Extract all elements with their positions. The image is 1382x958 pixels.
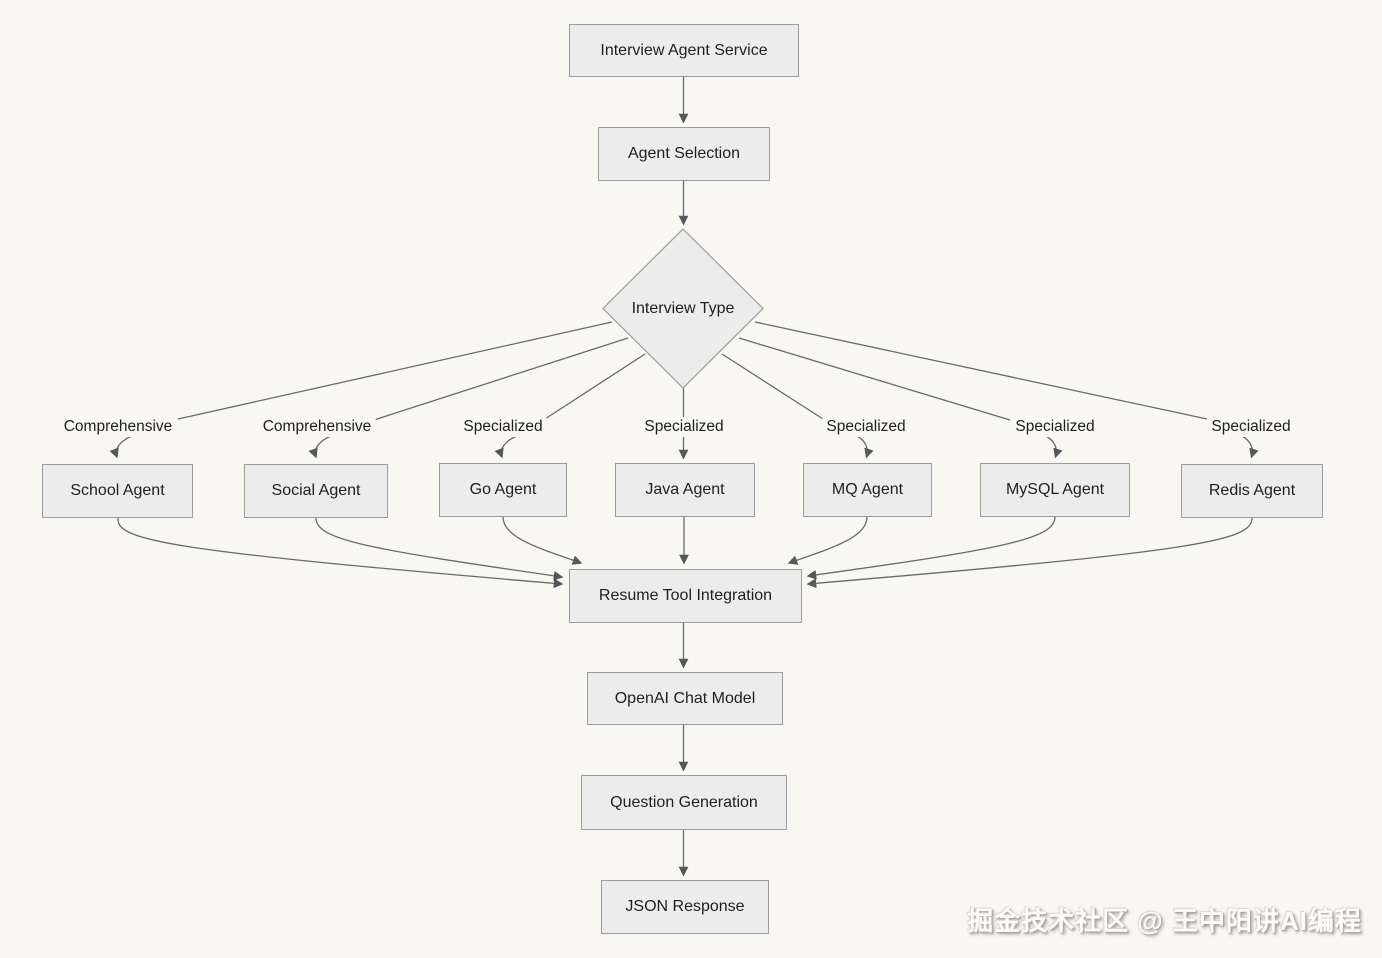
- edge-label-to-redis: [1241, 435, 1259, 459]
- node-school-agent: School Agent: [42, 464, 193, 518]
- edge-label-to-go: [494, 435, 518, 459]
- node-redis-agent: Redis Agent: [1181, 464, 1323, 518]
- edge-label-comprehensive-school: Comprehensive: [59, 417, 177, 437]
- edge-label-comprehensive-social: Comprehensive: [258, 417, 376, 437]
- node-social-agent: Social Agent: [244, 464, 388, 518]
- edge-go-to-resume: [502, 516, 583, 565]
- edge-label-specialized-go: Specialized: [459, 417, 547, 437]
- edge-label-specialized-redis: Specialized: [1207, 417, 1295, 437]
- interview-type-diamond-shape: [602, 228, 764, 389]
- edge-label-to-mq: [856, 435, 874, 459]
- node-openai-chat-model: OpenAI Chat Model: [587, 672, 783, 725]
- edge-label-specialized-java: Specialized: [640, 417, 728, 437]
- edge-type-to-redis: [754, 321, 1208, 420]
- edge-type-to-go: [544, 353, 646, 420]
- node-go-agent: Go Agent: [439, 463, 567, 517]
- watermark-text: 掘金技术社区 @ 王中阳讲AI编程: [967, 906, 1362, 936]
- node-mysql-agent: MySQL Agent: [980, 463, 1130, 517]
- edge-type-to-social: [373, 337, 629, 421]
- edge-social-to-resume: [315, 517, 564, 581]
- edge-label-specialized-mq: Specialized: [822, 417, 910, 437]
- edge-label-to-mysql: [1045, 435, 1063, 459]
- edge-mq-to-resume: [787, 516, 868, 565]
- node-mq-agent: MQ Agent: [803, 463, 932, 517]
- edge-type-to-mq: [721, 353, 824, 420]
- edge-type-to-mysql: [738, 337, 1011, 421]
- edge-type-to-school: [177, 321, 613, 420]
- edge-school-to-resume: [117, 517, 564, 589]
- node-java-agent: Java Agent: [615, 463, 755, 517]
- node-resume-tool-integration: Resume Tool Integration: [569, 569, 802, 623]
- edge-label-specialized-mysql: Specialized: [1011, 417, 1099, 437]
- edge-redis-to-resume: [806, 517, 1253, 589]
- edge-label-to-social: [308, 435, 332, 459]
- node-question-generation: Question Generation: [581, 775, 787, 830]
- edge-mysql-to-resume: [806, 516, 1056, 580]
- node-interview-agent-service: Interview Agent Service: [569, 24, 799, 77]
- node-interview-type-label: Interview Type: [631, 300, 735, 317]
- node-json-response: JSON Response: [601, 880, 769, 934]
- node-agent-selection: Agent Selection: [598, 127, 770, 181]
- edge-label-to-school: [109, 435, 133, 459]
